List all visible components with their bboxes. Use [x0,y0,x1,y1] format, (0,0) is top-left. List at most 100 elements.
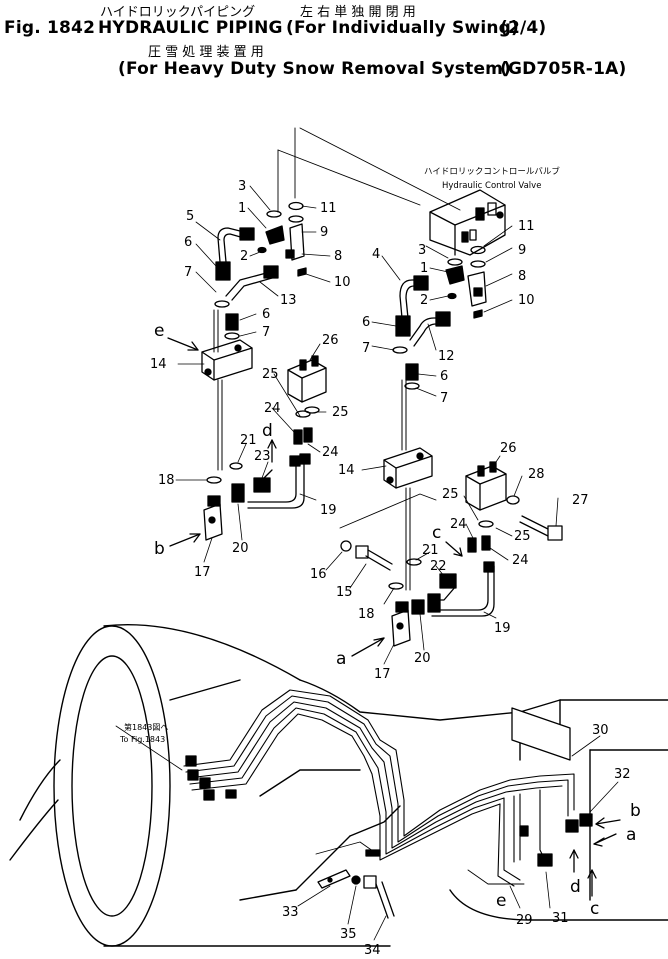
callout-28: 28 [528,467,545,482]
arrow-d-left [267,439,277,463]
callout-29: 29 [516,913,533,928]
plate-30 [511,707,571,761]
callout-10: 10 [334,275,351,290]
valve-label-jp: ハイドロリックコントロールバルブ [424,166,560,177]
letter-c-lower: c [590,899,599,919]
callout-3b: 3 [418,243,426,258]
manifold-14-left [201,339,253,381]
callout-13: 13 [280,293,297,308]
callout-18: 18 [158,473,175,488]
callout-25c: 25 [442,487,459,502]
callout-10b: 10 [518,293,535,308]
callout-20: 20 [232,541,249,556]
letter-a: a [336,649,346,669]
callout-1: 1 [238,201,246,216]
letter-e: e [154,321,164,341]
callout-25: 25 [262,367,279,382]
callout-17b: 17 [374,667,391,682]
callout-21: 21 [240,433,257,448]
model-number: (GD705R-1A) [500,59,627,79]
subtitle-en: (For Individually Swing) [286,18,520,38]
manifold-14-right [383,447,433,489]
letter-a-lower: a [626,825,636,845]
left-fittings [214,201,307,340]
arrow-a-lower [593,833,617,847]
callout-3: 3 [238,179,246,194]
callout-2: 2 [240,249,248,264]
arrow-d-lower [569,849,579,873]
bolt-27 [519,515,563,541]
arrow-b-left [169,533,201,547]
callout-24c: 24 [450,517,467,532]
letter-d-lower: d [570,877,581,897]
ref-label-jp: 第1843図へ [124,722,168,732]
callout-18b: 18 [358,607,375,622]
callout-15: 15 [336,585,353,600]
fig-number: Fig. 1842 [4,18,96,38]
callout-24b: 24 [322,445,339,460]
callout-24: 24 [264,401,281,416]
callout-6: 6 [184,235,192,250]
letter-b: b [154,539,165,559]
bolt-34 [363,875,395,919]
clamp-33 [317,869,351,889]
callout-25b: 25 [332,405,349,420]
callout-9b: 9 [518,243,526,258]
callout-6d: 6 [440,369,448,384]
callout-19: 19 [320,503,337,518]
callout-30: 30 [592,723,609,738]
callout-14: 14 [150,357,167,372]
callout-23: 23 [254,449,271,464]
callout-33: 33 [282,905,299,920]
frame-assembly [9,623,668,947]
arrow-e-left [167,337,199,351]
callout-31: 31 [552,911,569,926]
bolt-15 [355,545,393,571]
callout-26: 26 [322,333,339,348]
callout-7d: 7 [440,391,448,406]
callout-21b: 21 [422,543,439,558]
callout-11b: 11 [518,219,535,234]
callout-26b: 26 [500,441,517,456]
arrow-b-lower [595,817,621,829]
block-26-right [465,461,507,511]
arrow-c-right [445,541,463,557]
callout-9: 9 [320,225,328,240]
page-number: (2/4) [500,18,547,38]
letter-b-lower: b [630,801,641,821]
callout-5: 5 [186,209,194,224]
callout-4: 4 [372,247,380,262]
callout-1b: 1 [420,261,428,276]
callout-7c: 7 [362,341,370,356]
connector-17-left [203,495,223,541]
callout-34: 34 [364,943,381,958]
callout-14b: 14 [338,463,355,478]
callout-22: 22 [430,559,447,574]
callout-11: 11 [320,201,337,216]
ref-label-en: To Fig.1843 [119,735,165,744]
callout-32: 32 [614,767,631,782]
callout-2b: 2 [420,293,428,308]
hydraulic-control-valve [429,189,506,256]
callout-6c: 6 [362,315,370,330]
callout-7: 7 [184,265,192,280]
callout-24d: 24 [512,553,529,568]
letter-e-lower: e [496,891,506,911]
title-en: HYDRAULIC PIPING [98,18,283,38]
callout-7b: 7 [262,325,270,340]
arrow-c-lower [587,869,597,897]
callout-8: 8 [334,249,342,264]
valve-label-en: Hydraulic Control Valve [442,181,541,191]
right-fittings [392,245,487,390]
callout-19b: 19 [494,621,511,636]
connector-17-right [391,601,411,647]
callout-16: 16 [310,567,327,582]
callout-12: 12 [438,349,455,364]
letter-d: d [262,421,273,441]
block-26-left [287,355,327,403]
callout-25d: 25 [514,529,531,544]
callout-8b: 8 [518,269,526,284]
letter-c: c [432,523,441,543]
